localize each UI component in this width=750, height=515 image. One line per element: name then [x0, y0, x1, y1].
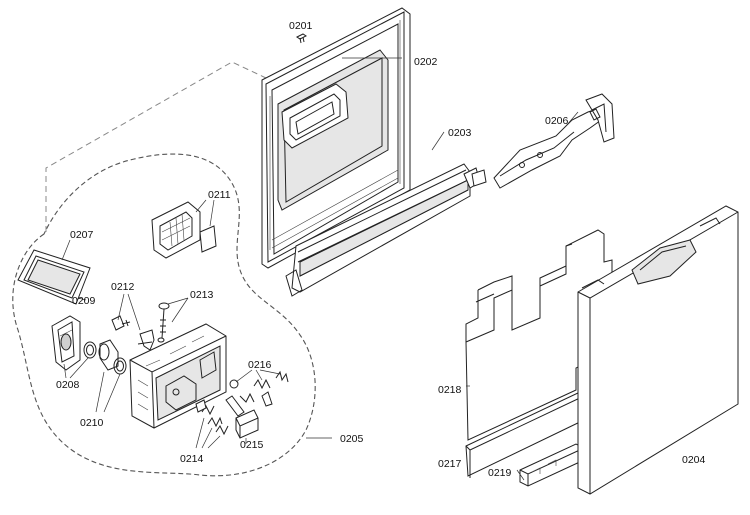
callout-0207: 0207 — [70, 229, 94, 241]
callout-0211: 0211 — [208, 189, 231, 201]
callout-0214: 0214 — [180, 453, 204, 465]
callout-labels: 0201 0202 0203 0206 0211 0207 0212 0213 … — [56, 20, 706, 479]
callout-0215: 0215 — [240, 439, 264, 451]
callout-0212: 0212 — [111, 281, 135, 293]
callout-0216: 0216 — [248, 359, 272, 371]
callout-0217: 0217 — [438, 458, 462, 470]
pin-0213 — [157, 302, 170, 343]
callout-0213: 0213 — [190, 289, 214, 301]
callout-0201: 0201 — [289, 20, 313, 32]
hinge-bracket-0206 — [471, 93, 615, 189]
assembly-dashed-line — [45, 61, 267, 232]
inner-door-panel-0202 — [261, 7, 411, 269]
callout-0209: 0209 — [72, 295, 96, 307]
insulation-panel-0218 — [465, 229, 613, 441]
callout-0202: 0202 — [414, 56, 438, 68]
control-panel-group-outline — [12, 153, 316, 477]
bottom-rail-0219 — [519, 443, 585, 487]
callout-0208: 0208 — [56, 379, 80, 391]
callout-0204: 0204 — [682, 454, 706, 466]
door-trim-strip-0203 — [285, 163, 481, 297]
clip-0212 — [111, 315, 155, 351]
screw-0201 — [296, 33, 307, 44]
callout-0205: 0205 — [340, 433, 364, 445]
knob-housing-0208 — [51, 315, 81, 371]
springs-0216 — [229, 370, 289, 407]
callout-0203: 0203 — [448, 127, 472, 139]
callout-0219: 0219 — [488, 467, 512, 479]
vent-cover-0211 — [151, 201, 217, 259]
display-frame-0207 — [17, 249, 91, 305]
panel-strip-0217 — [465, 391, 585, 478]
leader-lines — [61, 57, 579, 481]
callout-0210: 0210 — [80, 417, 104, 429]
callout-0206: 0206 — [545, 115, 569, 127]
springs-0214 — [195, 395, 245, 436]
outer-door-panel-0204 — [577, 205, 739, 495]
seal-rings-0209-0210 — [83, 339, 127, 375]
callout-0218: 0218 — [438, 384, 462, 396]
switch-0215 — [235, 409, 259, 439]
